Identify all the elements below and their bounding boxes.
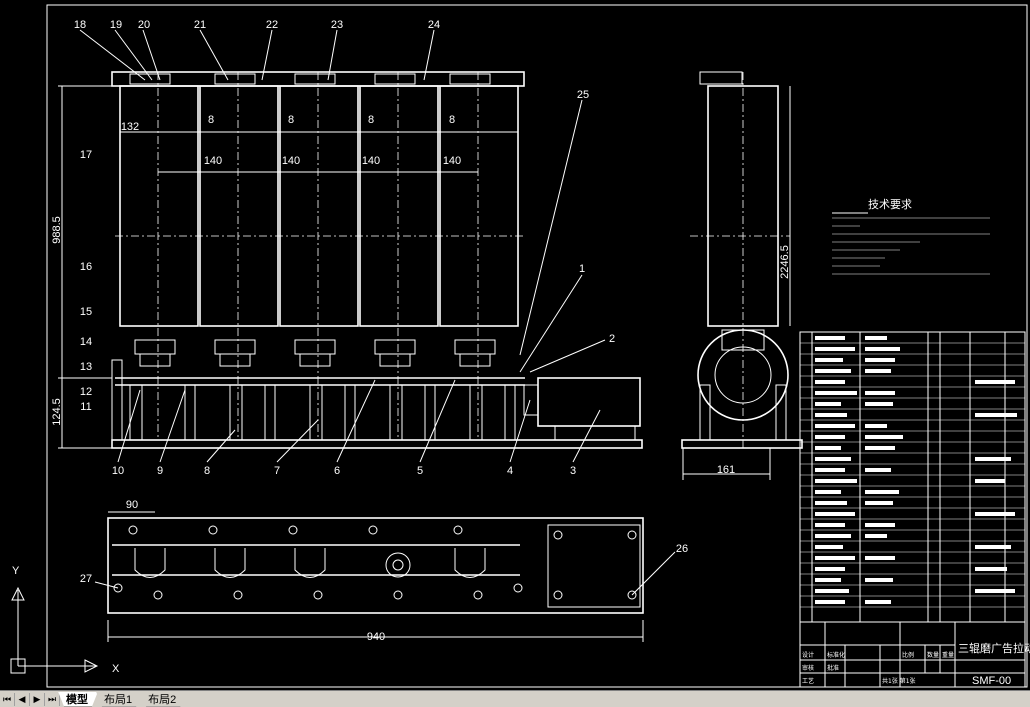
plan-bolts	[113, 525, 637, 600]
tech-title: 技术要求	[868, 198, 912, 211]
dimension-text: 8	[288, 114, 294, 126]
plan-brackets	[134, 548, 486, 578]
part-label: 27	[80, 573, 92, 585]
dimension-text: 140	[443, 155, 461, 167]
tech-text-lines	[832, 217, 990, 275]
front-view	[58, 71, 643, 449]
part-label: 19	[110, 19, 122, 31]
title-cell: 重量	[942, 651, 954, 659]
drawing-number: SMF-00	[972, 675, 1011, 687]
part-label: 3	[570, 465, 576, 477]
last-tab-button[interactable]: ⏭	[45, 692, 60, 706]
layout-tab-bar: ⏮ ◀ ▶ ⏭ 模型 布局1 布局2	[0, 690, 1030, 707]
title-cell: 数量	[927, 651, 939, 659]
supports	[111, 359, 516, 441]
title-cell: 工艺	[802, 677, 814, 685]
title-cell: 标准化	[827, 651, 845, 659]
part-label: 23	[331, 19, 343, 31]
part-label: 16	[80, 261, 92, 273]
part-label: 10	[112, 465, 124, 477]
technical-requirements: 技术要求	[832, 198, 990, 275]
dimension-text: 140	[204, 155, 222, 167]
title-cell: 共1张 第1张	[882, 677, 916, 685]
part-label: 6	[334, 465, 340, 477]
rail-fittings	[129, 73, 491, 85]
dimension-labels: 132 8 8 8 8 140 140 140 140 988.5 124.5 …	[51, 114, 791, 643]
dimension-text: 8	[449, 114, 455, 126]
title-cell: 比例	[902, 651, 914, 659]
ucs-y-label: Y	[12, 565, 20, 577]
part-label: 18	[74, 19, 86, 31]
cad-drawing: 18 19 20 21 22 23 24 25 17 16 15 14 13 1…	[10, 4, 1030, 688]
part-label: 13	[80, 361, 92, 373]
tab-layout2[interactable]: 布局2	[140, 692, 186, 707]
title-cell: 审核	[802, 664, 814, 672]
dimension-text: 90	[126, 499, 138, 511]
tab-layout1[interactable]: 布局1	[96, 692, 142, 707]
dimension-text: 988.5	[51, 216, 63, 244]
part-label: 5	[417, 465, 423, 477]
part-label: 17	[80, 149, 92, 161]
next-tab-button[interactable]: ▶	[30, 692, 45, 706]
ucs-x-label: X	[112, 663, 120, 675]
base-frame	[111, 439, 643, 449]
dimension-text: 132	[121, 121, 139, 133]
part-label: 15	[80, 306, 92, 318]
part-label: 9	[157, 465, 163, 477]
part-label: 20	[138, 19, 150, 31]
parts-list-table	[799, 331, 1026, 623]
title-block: 设计 审核 工艺 标准化 批准 比例 数量 重量 共1张 第1张 三辊磨广告拉动…	[799, 621, 1030, 688]
dimension-text: 161	[717, 464, 735, 476]
part-label: 2	[609, 333, 615, 345]
dimension-text: 940	[367, 631, 385, 643]
drawing-canvas[interactable]: 18 19 20 21 22 23 24 25 17 16 15 14 13 1…	[0, 0, 1030, 690]
part-label: 4	[507, 465, 513, 477]
first-tab-button[interactable]: ⏮	[0, 692, 15, 706]
part-label: 1	[579, 263, 585, 275]
drive-heads	[134, 339, 496, 367]
bom-text-blocks	[815, 336, 1017, 604]
part-label: 14	[80, 336, 92, 348]
drawing-name: 三辊磨广告拉动结构图	[958, 641, 1030, 655]
title-cell: 设计	[802, 651, 814, 659]
part-number-labels: 18 19 20 21 22 23 24 25 17 16 15 14 13 1…	[74, 19, 688, 585]
dimension-text: 8	[368, 114, 374, 126]
part-label: 8	[204, 465, 210, 477]
tab-model[interactable]: 模型	[58, 692, 98, 707]
part-label: 25	[577, 89, 589, 101]
part-label: 12	[80, 386, 92, 398]
motor	[537, 377, 641, 427]
dimension-text: 8	[208, 114, 214, 126]
part-label: 24	[428, 19, 440, 31]
previous-tab-button[interactable]: ◀	[15, 692, 30, 706]
leader-lines	[79, 29, 606, 463]
dimension-text: 140	[282, 155, 300, 167]
part-label: 7	[274, 465, 280, 477]
dimension-text: 124.5	[51, 398, 63, 426]
part-label: 11	[80, 401, 91, 413]
part-label: 22	[266, 19, 278, 31]
ucs-icon: Y X	[10, 565, 120, 675]
dimension-text: 2246.5	[779, 245, 791, 279]
side-view	[681, 71, 803, 480]
drawing-frame	[46, 4, 1028, 688]
part-label: 21	[194, 19, 206, 31]
banner-panels	[119, 85, 519, 327]
dimension-text: 140	[362, 155, 380, 167]
title-cell: 批准	[827, 664, 839, 672]
part-label: 26	[676, 543, 688, 555]
plan-view	[94, 511, 676, 642]
